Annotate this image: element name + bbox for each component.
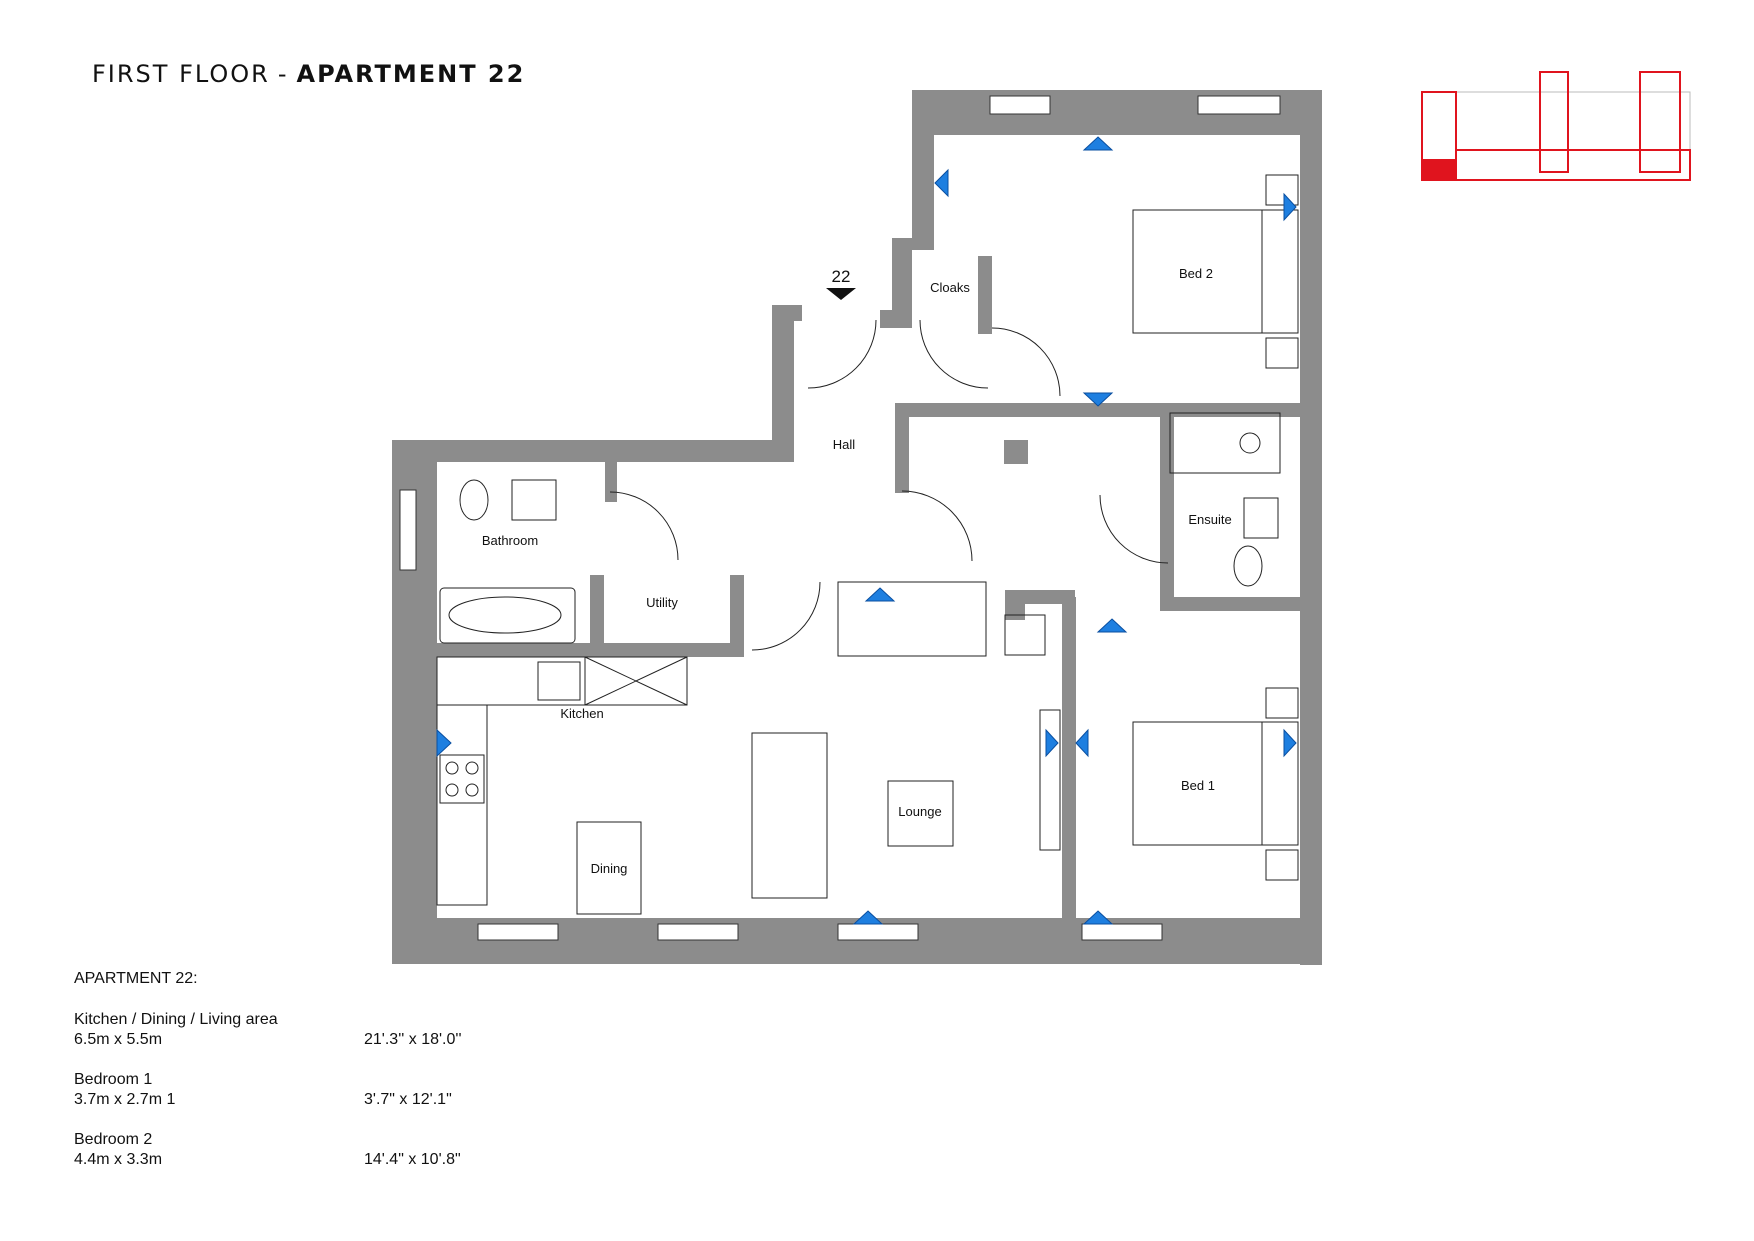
spec-item-name: Bedroom 2 [74, 1131, 153, 1148]
room-label-bed2: Bed 2 [1179, 266, 1213, 281]
room-labels: Bed 2 Cloaks Hall Bathroom Utility Ensui… [482, 266, 1232, 876]
room-label-utility: Utility [646, 595, 678, 610]
title-separator: - [277, 60, 289, 88]
key-plan [1421, 71, 1691, 181]
room-label-ensuite: Ensuite [1188, 512, 1231, 527]
spec-item-name: Kitchen / Dining / Living area [74, 1011, 278, 1028]
apartment-label: APARTMENT 22 [296, 60, 526, 88]
room-label-bed1: Bed 1 [1181, 778, 1215, 793]
plan-title: FIRST FLOOR-APARTMENT 22 [92, 60, 525, 88]
entrance-number: 22 [832, 267, 851, 286]
room-label-cloaks: Cloaks [930, 280, 970, 295]
spec-item-imperial: 14'.4" x 10'.8" [364, 1151, 461, 1168]
spec-item-metric: 4.4m x 3.3m [74, 1151, 163, 1168]
room-label-lounge: Lounge [898, 804, 941, 819]
room-label-kitchen: Kitchen [560, 706, 603, 721]
spec-item-imperial: 3'.7" x 12'.1" [364, 1091, 452, 1108]
entrance-marker: 22 [826, 267, 856, 300]
spec-item-metric: 6.5m x 5.5m [74, 1031, 163, 1048]
specs-heading: APARTMENT 22: [74, 970, 198, 987]
windows [399, 95, 1281, 941]
walls [392, 90, 1322, 965]
view-arrows [436, 136, 1297, 925]
room-label-hall: Hall [833, 437, 856, 452]
spec-item-metric: 3.7m x 2.7m 1 [74, 1091, 176, 1108]
room-label-dining: Dining [591, 861, 628, 876]
doors [609, 319, 1169, 651]
spec-item: Bedroom 1 3.7m x 2.7m 1 3'.7" x 12'.1" [74, 1070, 462, 1110]
spec-item: Kitchen / Dining / Living area 6.5m x 5.… [74, 1010, 462, 1050]
apartment-specs: APARTMENT 22: Kitchen / Dining / Living … [74, 970, 462, 1190]
room-label-bathroom: Bathroom [482, 533, 538, 548]
spec-item-name: Bedroom 1 [74, 1071, 153, 1088]
entrance-arrow-icon [826, 288, 856, 300]
furniture [436, 174, 1299, 915]
floor-label: FIRST FLOOR [92, 60, 270, 88]
spec-item-imperial: 21'.3'' x 18'.0'' [364, 1031, 462, 1048]
spec-item: Bedroom 2 4.4m x 3.3m 14'.4" x 10'.8" [74, 1130, 462, 1170]
